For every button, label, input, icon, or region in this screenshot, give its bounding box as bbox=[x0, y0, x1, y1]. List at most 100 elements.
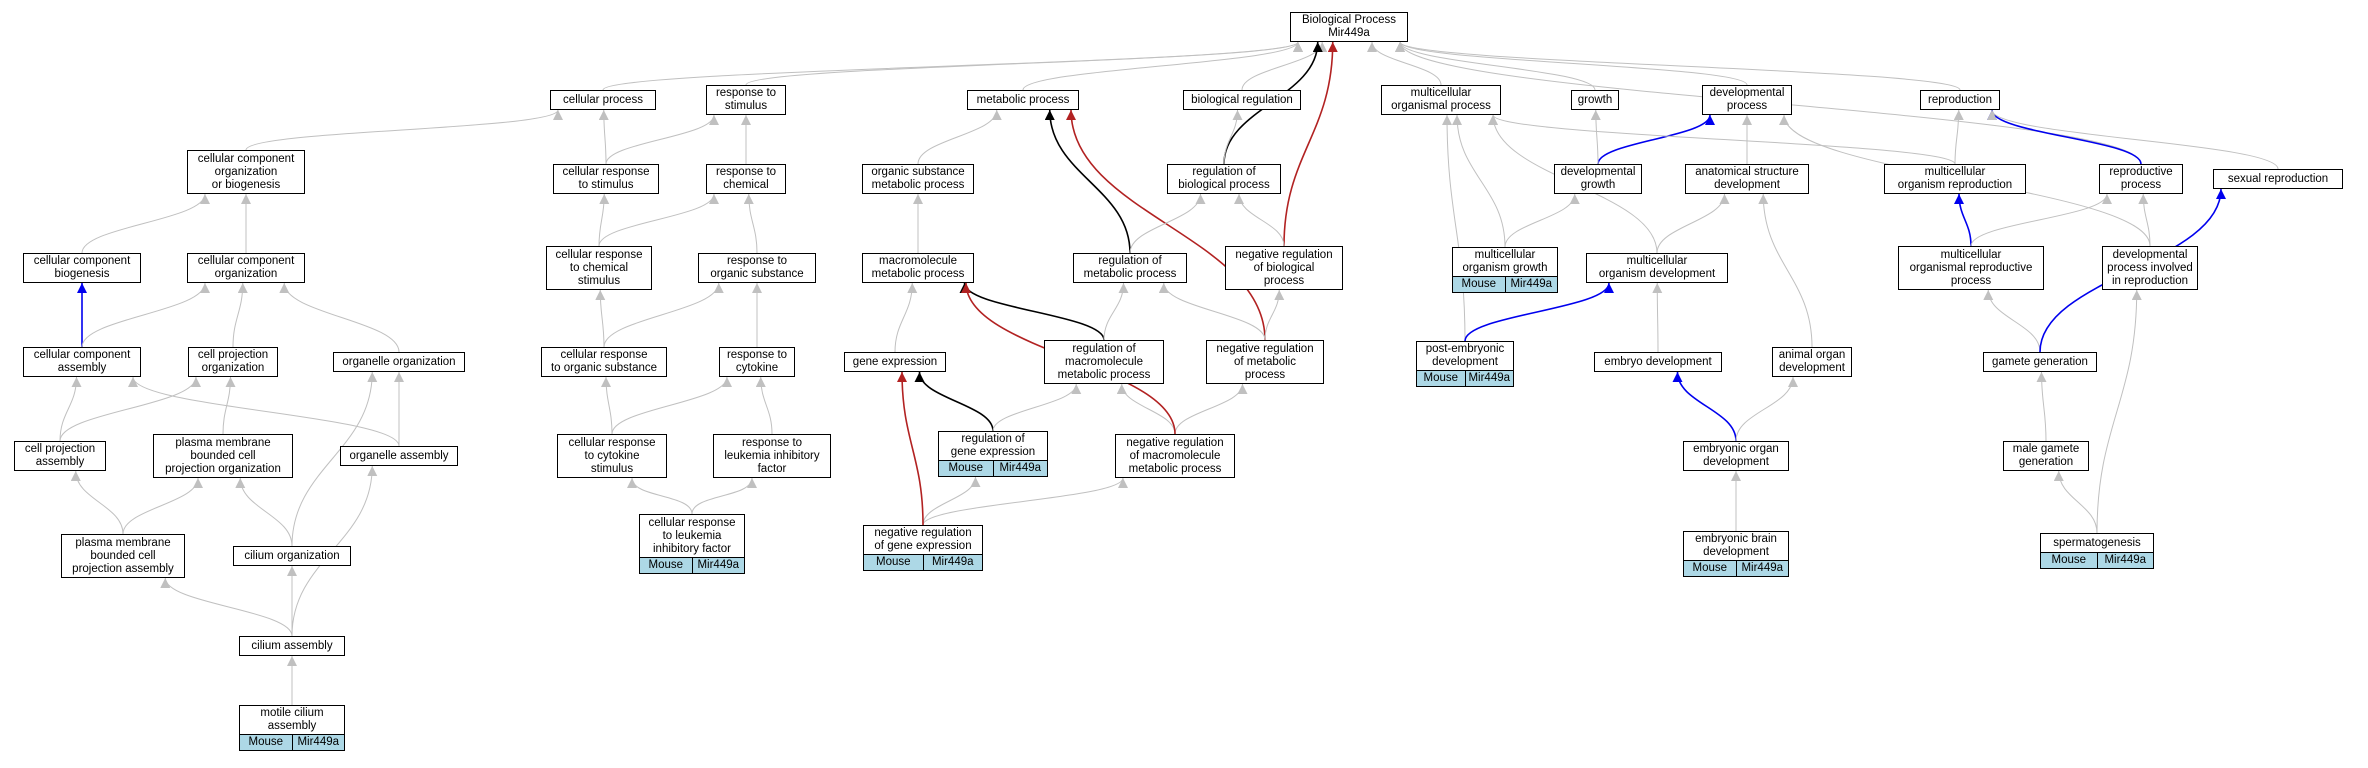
edge-is_a bbox=[1022, 41, 1303, 91]
go-term-label-line: stimulus bbox=[577, 274, 621, 287]
edge-part_of bbox=[1954, 193, 1972, 247]
go-term-label-line: plasma membrane bbox=[175, 436, 271, 449]
go-term-label-line: organism development bbox=[1598, 268, 1716, 280]
edge-is_a bbox=[81, 193, 210, 254]
go-term-label-line: cellular component bbox=[33, 349, 131, 361]
go-term-label-line: organic substance bbox=[710, 268, 804, 280]
edge-is_a bbox=[1129, 193, 1206, 254]
edge-is_a bbox=[1223, 109, 1243, 165]
edge-is_a bbox=[1735, 376, 1798, 442]
edge-is_a bbox=[1970, 193, 2112, 247]
edge-is_a bbox=[1116, 383, 1176, 435]
go-term-label-line: developmental bbox=[1709, 87, 1785, 99]
go-term-label-line: stimulus bbox=[590, 462, 634, 475]
go-term-label-line: of macromolecule bbox=[1129, 449, 1221, 462]
go-term-label-line: reproduction bbox=[1928, 93, 1992, 106]
go-term-label-line: embryonic brain bbox=[1695, 533, 1777, 545]
go-term-label-line: organization bbox=[214, 268, 278, 280]
go-term-label-line: cellular response bbox=[562, 166, 650, 178]
edge-is_a bbox=[59, 376, 201, 442]
go-term-label-line: multicellular bbox=[1474, 249, 1536, 261]
go-term-label-line: post-embryonic bbox=[1425, 343, 1505, 355]
edge-is_a bbox=[2096, 289, 2142, 534]
go-term-label-line: organismal reproductive bbox=[1909, 261, 2033, 274]
go-term-label-line: gamete generation bbox=[1992, 355, 2088, 368]
go-term-label-line: growth bbox=[1580, 179, 1616, 191]
edge-is_a bbox=[291, 371, 378, 547]
go-term-label-line: gene expression bbox=[852, 355, 938, 368]
edge-is_a bbox=[922, 477, 1128, 526]
go-term-label-line: multicellular bbox=[1626, 255, 1688, 267]
edge-is_a bbox=[1264, 289, 1285, 341]
edge-is_a bbox=[245, 109, 563, 151]
go-term-label-line: cellular response bbox=[568, 436, 656, 449]
gene-tag: Mir449a bbox=[1504, 277, 1557, 292]
go-term-label-line: embryonic organ bbox=[1693, 443, 1779, 455]
go-term-label-line: macromolecule bbox=[879, 255, 957, 267]
go-term-label-line: sexual reproduction bbox=[2227, 172, 2329, 185]
edge-is_a bbox=[1234, 193, 1285, 247]
edge-regulates bbox=[959, 282, 1105, 341]
edge-is_a bbox=[1452, 114, 1506, 248]
go-term-label-line: bounded cell bbox=[90, 549, 156, 562]
go-term-label-line: embryo development bbox=[1604, 355, 1712, 368]
species-tag: Mouse bbox=[240, 735, 292, 750]
edge-is_a bbox=[605, 114, 719, 165]
go-term-oo: organelle organization bbox=[333, 352, 465, 372]
go-term-label-line: development bbox=[1779, 362, 1845, 374]
edge-negatively_regulates bbox=[897, 371, 924, 526]
edge-is_a bbox=[1442, 114, 1466, 342]
go-term-label-line: multicellular bbox=[1924, 166, 1986, 178]
edge-part_of bbox=[1672, 371, 1737, 442]
edge-is_a bbox=[894, 282, 918, 353]
go-term-label-line: reproductive bbox=[2109, 166, 2173, 178]
edge-is_a bbox=[603, 282, 724, 348]
go-term-co: cilium organization bbox=[233, 546, 351, 566]
go-term-label-line: negative regulation bbox=[1216, 342, 1314, 355]
go-term-label-line: regulation of bbox=[1192, 166, 1256, 178]
go-term-label-line: spermatogenesis bbox=[2053, 536, 2141, 549]
edge-is_a bbox=[70, 470, 124, 535]
edge-is_a bbox=[1758, 193, 1813, 348]
go-term-label-line: anatomical structure bbox=[1695, 166, 1799, 178]
edge-is_a bbox=[81, 282, 210, 348]
go-term-label-line: process bbox=[2120, 179, 2162, 191]
go-term-label-line: negative regulation bbox=[874, 527, 972, 539]
go-term-ed: embryo development bbox=[1594, 352, 1722, 372]
go-term-label-line: assembly bbox=[57, 362, 107, 374]
go-term-label-line: cellular response bbox=[560, 349, 648, 361]
edge-is_a bbox=[1395, 41, 1961, 91]
edge-is_a bbox=[1395, 41, 1748, 86]
go-term-label-line: metabolic process bbox=[871, 179, 965, 191]
go-term-label-line: process bbox=[1950, 274, 1992, 287]
edge-is_a bbox=[1652, 282, 1663, 353]
go-term-label-line: metabolic process bbox=[1057, 368, 1151, 381]
species-tag: Mouse bbox=[1417, 371, 1465, 386]
go-term-label-line: cell projection bbox=[197, 349, 269, 361]
edge-is_a bbox=[1158, 282, 1266, 341]
species-tag: Mouse bbox=[640, 558, 692, 573]
go-term-label-line: response to bbox=[741, 436, 803, 449]
go-term-label-line: developmental bbox=[2112, 248, 2188, 261]
go-term-label-line: cilium assembly bbox=[251, 639, 333, 652]
edge-is_a bbox=[611, 376, 732, 435]
go-term-label-line: regulation of bbox=[1072, 342, 1136, 355]
go-term-label-line: organism reproduction bbox=[1897, 179, 2013, 191]
edge-part_of bbox=[1464, 282, 1614, 342]
edge-is_a bbox=[691, 477, 757, 515]
